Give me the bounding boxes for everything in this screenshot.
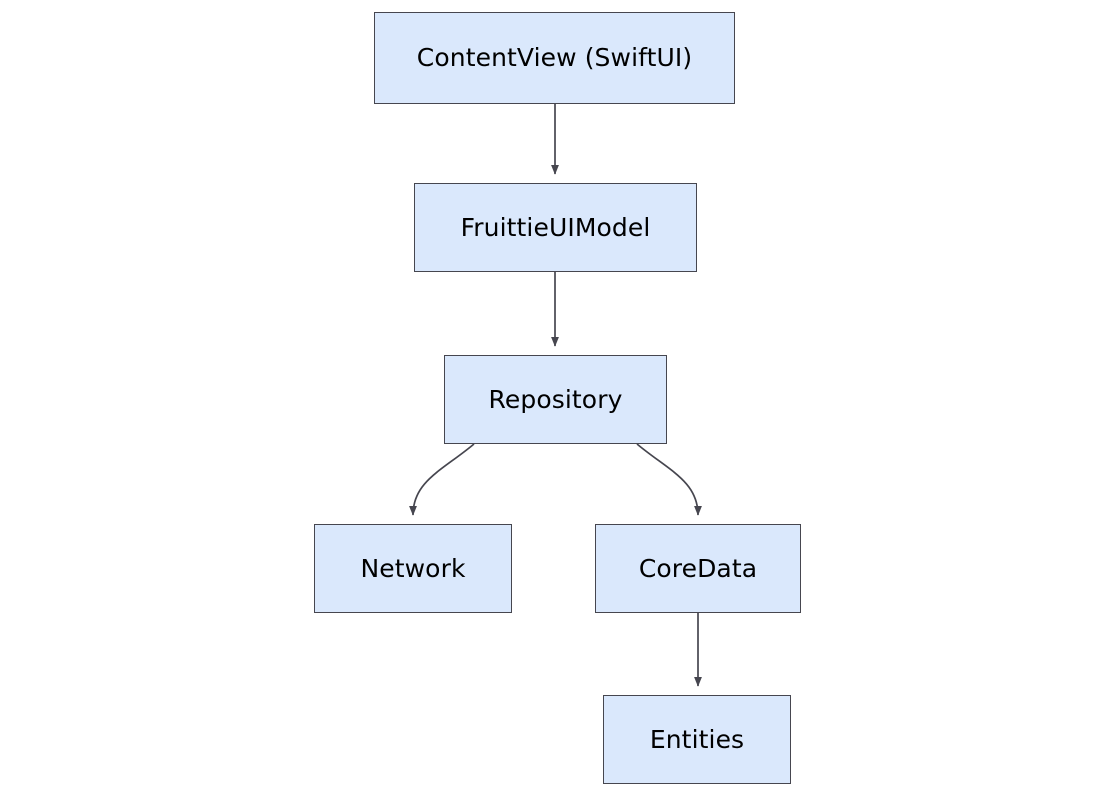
node-repository-label: Repository [488, 384, 623, 414]
node-coredata-label: CoreData [638, 553, 758, 583]
node-network-label: Network [360, 553, 466, 583]
node-entities-label: Entities [649, 724, 745, 754]
node-contentview-label: ContentView (SwiftUI) [416, 43, 693, 73]
node-fruittieuimodel-label: FruittieUIModel [460, 212, 651, 242]
node-repository[interactable]: Repository [444, 355, 667, 444]
node-contentview[interactable]: ContentView (SwiftUI) [374, 12, 735, 104]
node-network[interactable]: Network [314, 524, 512, 613]
node-fruittieuimodel[interactable]: FruittieUIModel [414, 183, 697, 272]
edge-repository-network [409, 443, 475, 516]
edge-repository-coredata [636, 443, 702, 516]
node-coredata[interactable]: CoreData [595, 524, 801, 613]
node-entities[interactable]: Entities [603, 695, 791, 784]
